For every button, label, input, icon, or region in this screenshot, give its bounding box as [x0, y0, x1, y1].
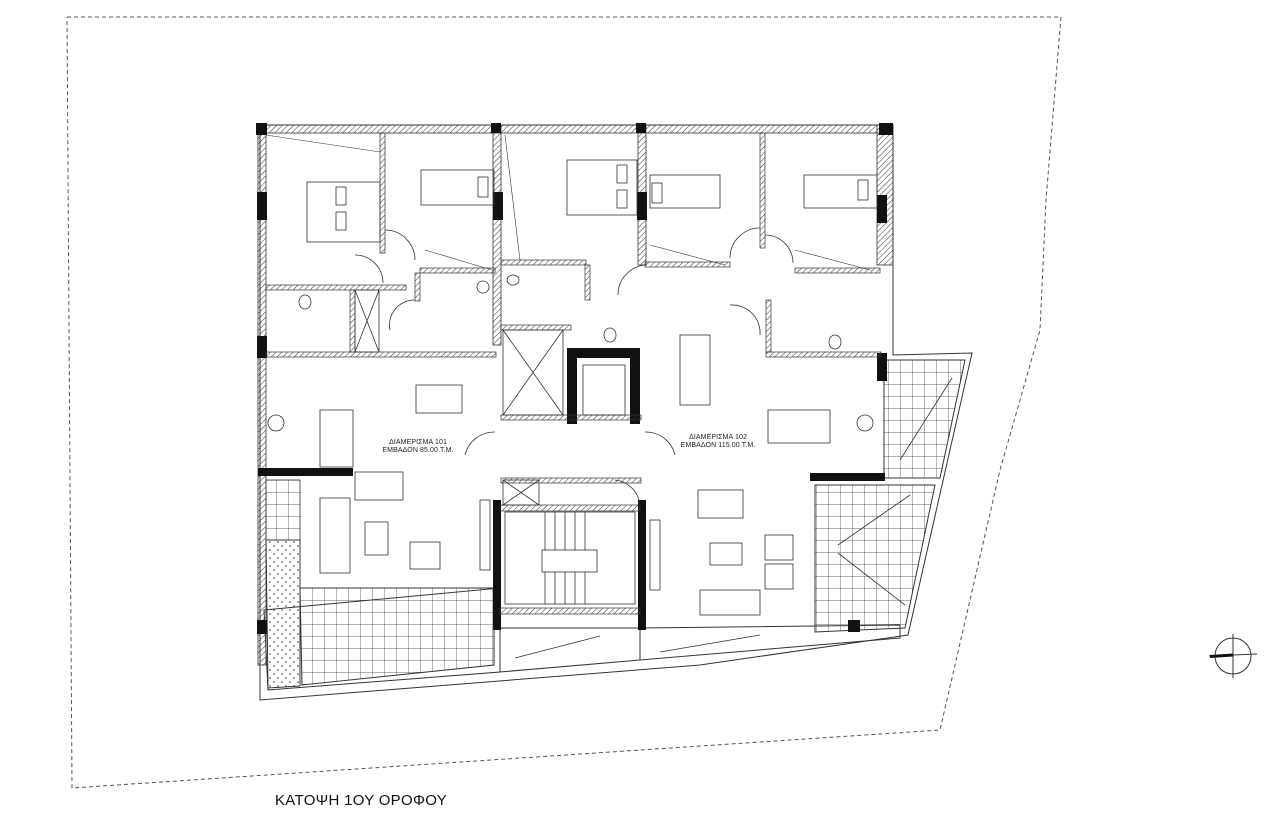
- drawing-title: ΚΑΤΟΨΗ 1ΟΥ ΟΡΟΦΟΥ: [275, 792, 448, 809]
- unit-102-area: ΕΜΒΑΔΟΝ 115.00 Τ.Μ.: [680, 442, 756, 450]
- plot-boundary: [66, 16, 1062, 789]
- north-arrow-icon: [1208, 634, 1258, 678]
- balcony-flooring: [265, 359, 966, 689]
- unit-102-name: ΔΙΑΜΕΡΙΣΜΑ 102: [689, 434, 747, 441]
- unit-101-area: ΕΜΒΑΔΟΝ 85.00 Τ.Μ.: [382, 447, 454, 455]
- unit-101-label: ΔΙΑΜΕΡΙΣΜΑ 101 ΕΜΒΑΔΟΝ 85.00 Τ.Μ.: [368, 439, 468, 455]
- bedroom-closet-lines: [265, 134, 871, 271]
- unit-102-label: ΔΙΑΜΕΡΙΣΜΑ 102 ΕΜΒΑΔΟΝ 115.00 Τ.Μ.: [668, 434, 768, 450]
- interior-walls: [265, 132, 882, 615]
- structural-columns: [256, 123, 893, 634]
- unit-101-name: ΔΙΑΜΕΡΙΣΜΑ 101: [389, 439, 447, 446]
- furniture: [267, 159, 878, 616]
